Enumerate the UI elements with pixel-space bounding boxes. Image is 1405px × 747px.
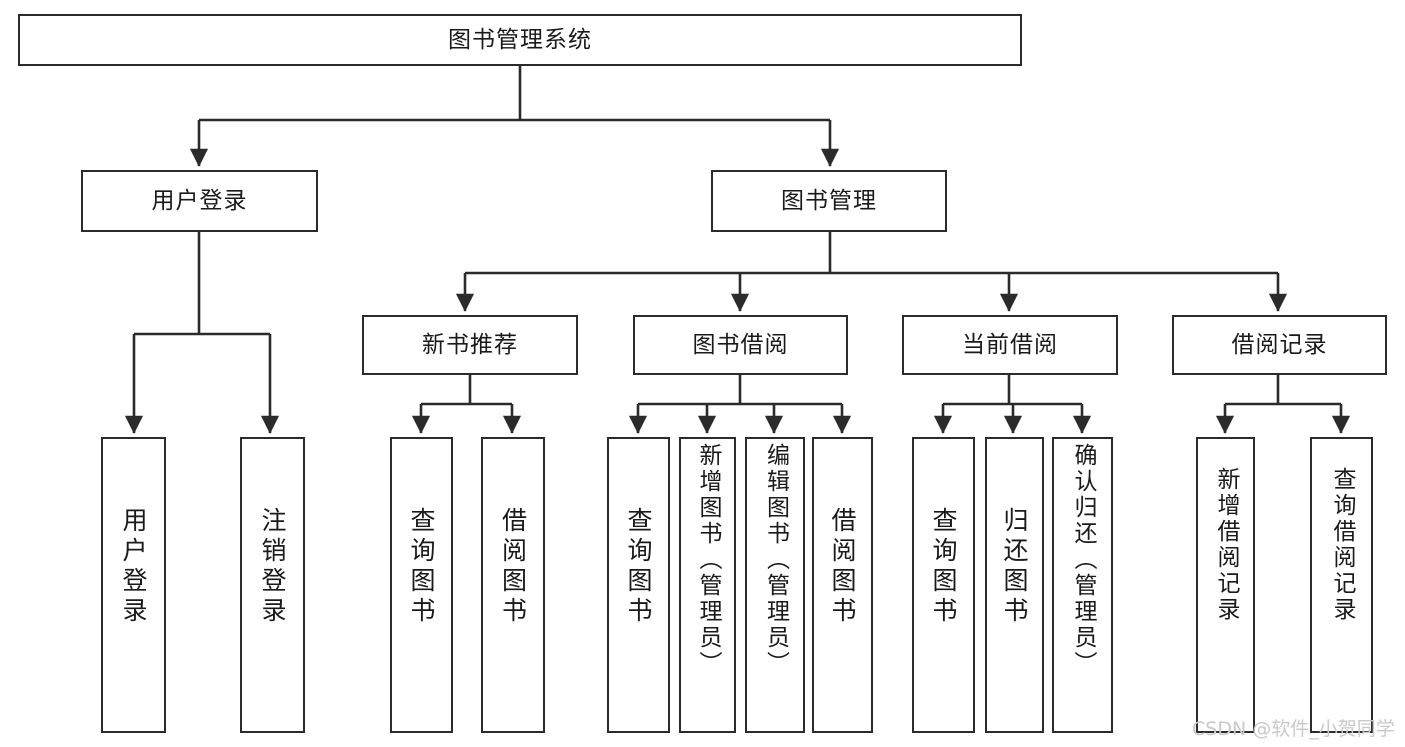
node-leaf-add-book[interactable]: 新增图书（管理员）: [679, 437, 736, 733]
node-leaf-query-record[interactable]: 查询借阅记录: [1310, 437, 1373, 733]
node-current-borrow[interactable]: 当前借阅: [902, 315, 1118, 375]
node-book-borrow[interactable]: 图书借阅: [633, 315, 848, 375]
node-leaf-user-login-label: 用户登录: [119, 507, 148, 627]
node-leaf-query-book-3[interactable]: 查询图书: [912, 437, 975, 733]
node-leaf-query-record-label: 查询借阅记录: [1329, 467, 1355, 623]
node-leaf-borrow-book-2-label: 借阅图书: [828, 507, 857, 627]
node-leaf-logout-label: 注销登录: [258, 507, 287, 627]
node-user-login[interactable]: 用户登录: [81, 170, 318, 232]
node-current-borrow-label: 当前借阅: [962, 331, 1058, 358]
node-book-management[interactable]: 图书管理: [711, 170, 947, 232]
node-leaf-user-login[interactable]: 用户登录: [101, 437, 166, 733]
node-leaf-borrow-book-1-label: 借阅图书: [498, 507, 528, 627]
node-leaf-add-book-label: 新增图书（管理员）: [695, 443, 721, 677]
node-leaf-query-book-2[interactable]: 查询图书: [607, 437, 670, 733]
node-leaf-add-record[interactable]: 新增借阅记录: [1196, 437, 1255, 733]
node-book-borrow-label: 图书借阅: [692, 331, 789, 358]
node-leaf-edit-book-label: 编辑图书（管理员）: [762, 443, 789, 677]
csdn-watermark: CSDN @软件_小贺同学: [1192, 718, 1395, 740]
node-borrow-record-label: 借阅记录: [1231, 331, 1328, 358]
node-leaf-confirm-return[interactable]: 确认归还（管理员）: [1052, 437, 1113, 733]
node-leaf-add-record-label: 新增借阅记录: [1213, 467, 1239, 623]
node-leaf-return-book-label: 归还图书: [1000, 507, 1029, 627]
node-new-book-recommend-label: 新书推荐: [422, 331, 518, 358]
node-book-management-label: 图书管理: [781, 187, 877, 214]
node-user-login-label: 用户登录: [151, 187, 248, 214]
node-new-book-recommend[interactable]: 新书推荐: [362, 315, 578, 375]
node-root-label: 图书管理系统: [448, 26, 592, 53]
node-leaf-query-book-3-label: 查询图书: [929, 507, 958, 627]
node-borrow-record[interactable]: 借阅记录: [1172, 315, 1387, 375]
node-leaf-borrow-book-2[interactable]: 借阅图书: [812, 437, 873, 733]
node-leaf-edit-book[interactable]: 编辑图书（管理员）: [745, 437, 805, 733]
node-leaf-query-book-1-label: 查询图书: [407, 507, 436, 627]
node-leaf-query-book-2-label: 查询图书: [624, 507, 653, 627]
node-leaf-query-book-1[interactable]: 查询图书: [390, 437, 453, 733]
node-root[interactable]: 图书管理系统: [18, 14, 1022, 66]
node-leaf-return-book[interactable]: 归还图书: [985, 437, 1044, 733]
node-leaf-confirm-return-label: 确认归还（管理员）: [1070, 443, 1096, 677]
node-leaf-logout[interactable]: 注销登录: [240, 437, 305, 733]
node-leaf-borrow-book-1[interactable]: 借阅图书: [481, 437, 545, 733]
